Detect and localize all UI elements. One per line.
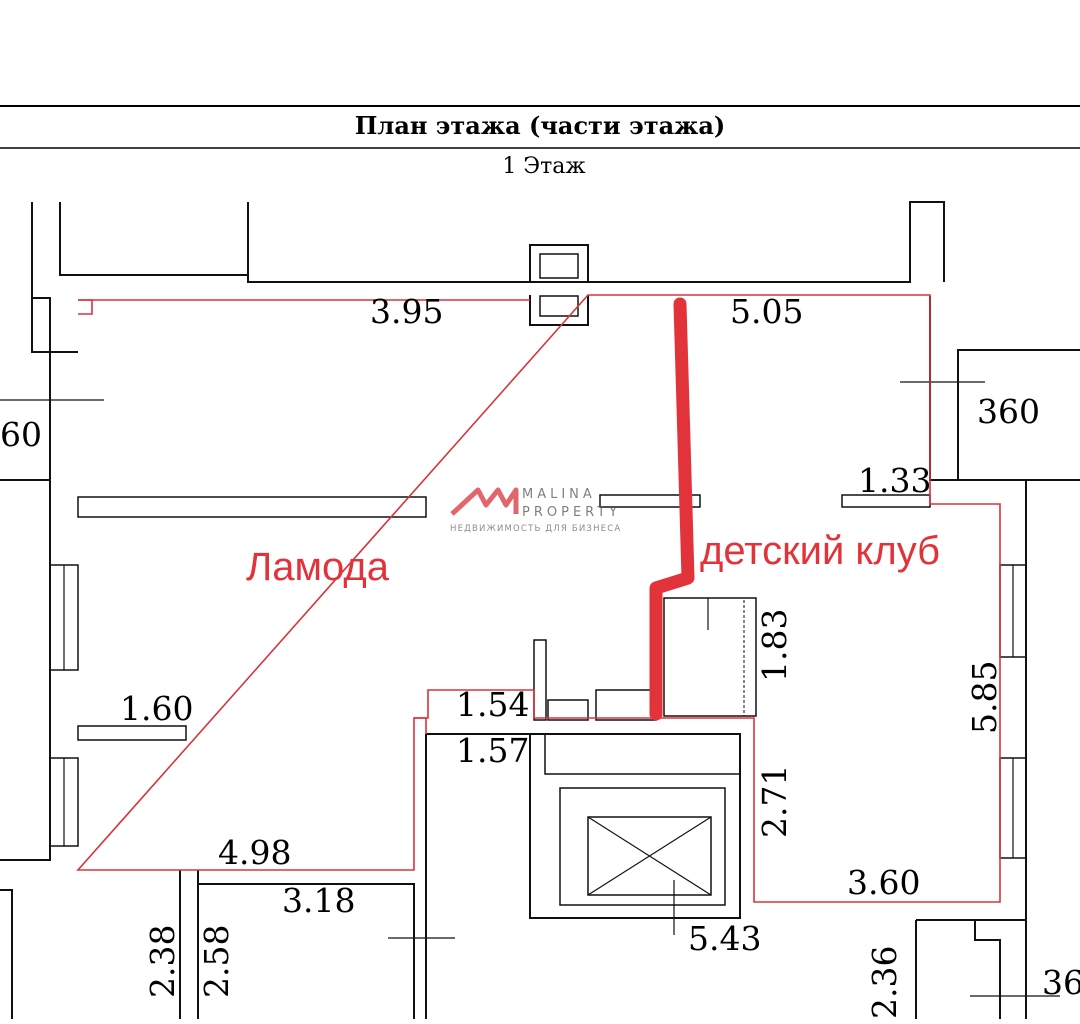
dim-corridor-bottom: 1.57	[456, 731, 529, 770]
header: План этажа (части этажа) 1 Этаж	[0, 105, 1080, 179]
dim-lower-right: 36	[1042, 963, 1080, 1002]
corridor-post	[533, 639, 547, 721]
lift-shaft	[559, 787, 726, 906]
premises-boundary	[76, 294, 1001, 903]
watermark-brand-2: PROPERTY	[522, 505, 621, 520]
dim-top-left: 3.95	[370, 292, 443, 331]
dim-top-right: 5.05	[730, 292, 803, 331]
walls	[0, 201, 1080, 1019]
dim-shaft-height: 2.71	[755, 765, 794, 838]
corridor-box	[595, 689, 657, 721]
column-bottom	[529, 295, 589, 326]
zone-label-kids-club: детский клуб	[700, 529, 940, 573]
watermark-brand-1: MALINA	[522, 487, 596, 502]
boundary-step	[414, 717, 427, 734]
lift-car-diag-2	[587, 816, 712, 896]
dim-lower-b: 2.58	[197, 925, 236, 998]
closet-hatch	[743, 597, 757, 717]
dim-right-height: 5.85	[965, 661, 1004, 734]
dim-lift-width: 5.43	[688, 919, 761, 958]
dim-bottom-left: 4.98	[218, 833, 291, 872]
closet	[663, 597, 757, 717]
dim-closet-height: 1.83	[755, 609, 794, 682]
dim-corridor-top: 1.54	[456, 685, 529, 724]
dim-left-edge: 60	[0, 415, 42, 454]
watermark-logo-icon	[450, 487, 519, 516]
lift-car	[587, 816, 712, 896]
dim-lower-c: 2.36	[865, 946, 904, 1019]
tenant-divider-line	[649, 297, 695, 721]
lower-right-rooms	[915, 919, 1027, 1019]
wall-right-upper	[929, 296, 1080, 481]
lift-block	[425, 733, 741, 1019]
plan-title: План этажа (части этажа)	[355, 111, 726, 140]
floor-label: 1 Этаж	[502, 154, 585, 179]
wall-top-right	[588, 201, 945, 283]
watermark-tagline: НЕДВИЖИМОСТЬ ДЛЯ БИЗНЕСА	[450, 524, 621, 534]
dim-bottom-right: 3.60	[847, 863, 920, 902]
corridor-box-2	[547, 699, 589, 721]
dim-right-ledge: 1.33	[858, 461, 931, 500]
column-top	[529, 244, 589, 283]
wall-left-stubs	[0, 479, 50, 861]
wall-left-upper	[31, 202, 530, 353]
zone-label-lamoda: Ламода	[246, 545, 390, 589]
lower-left-rooms	[0, 870, 415, 1019]
dim-lower-room: 3.18	[282, 881, 355, 920]
wall-left	[31, 298, 51, 861]
watermark: MALINA PROPERTY НЕДВИЖИМОСТЬ ДЛЯ БИЗНЕСА	[450, 487, 621, 534]
lift-lobby	[544, 733, 741, 775]
partition-mid-right	[599, 494, 701, 508]
boundary-outline	[76, 294, 1001, 903]
boundary-corner	[78, 299, 93, 315]
partition-mid-left	[77, 496, 427, 518]
column-top-inner	[539, 253, 579, 279]
dim-right-wall: 360	[977, 392, 1040, 431]
dim-left-partition: 1.60	[120, 689, 193, 728]
dim-lower-a: 2.38	[143, 925, 182, 998]
partition-left	[77, 725, 187, 741]
dimension-labels: 3.95 5.05 60 360 1.33 1.60 1.54 1.57 1.8…	[0, 292, 1080, 1019]
